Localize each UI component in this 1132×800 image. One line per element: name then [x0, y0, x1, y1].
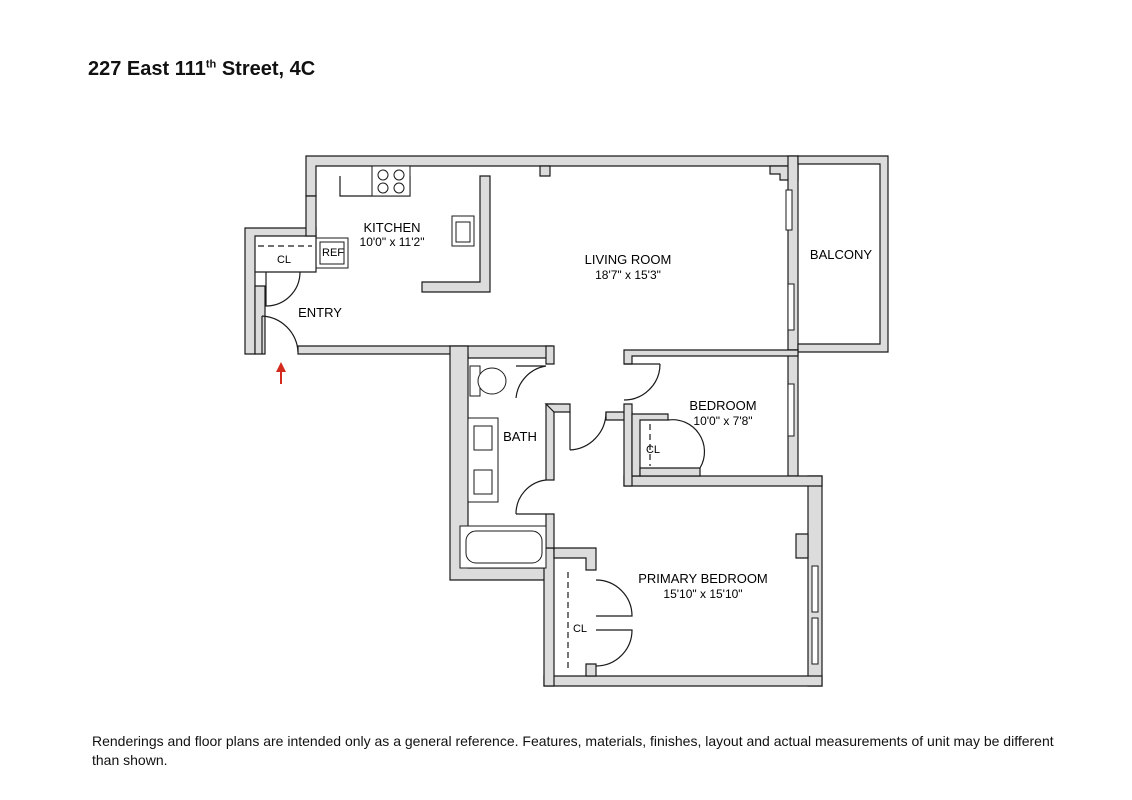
- wall-primary-notch: [795, 533, 809, 559]
- wall-primary-bottom: [543, 675, 823, 687]
- wall-living-bottom: [297, 345, 553, 359]
- vanity-sink-2: [473, 469, 493, 495]
- title-prefix: 227 East 111: [88, 58, 206, 80]
- window-balcony-door: [787, 283, 795, 331]
- kitchen-sink: [451, 215, 475, 247]
- wall-top-notch: [539, 165, 551, 177]
- bath-door: [515, 365, 547, 399]
- burner-1: [377, 169, 389, 181]
- bedroom-closet-label: CL: [646, 444, 660, 456]
- balcony-name: BALCONY: [810, 247, 872, 262]
- wall-bedroom-closet: [631, 413, 669, 477]
- bathtub-inner: [465, 530, 543, 564]
- bedroom-dims: 10'0" x 7'8": [693, 414, 752, 428]
- disclaimer: Renderings and floor plans are intended …: [92, 733, 1054, 768]
- living-room-dims: 18'7" x 15'3": [595, 268, 661, 282]
- stove: [371, 165, 411, 197]
- wall-bath-bottom: [545, 513, 555, 549]
- interior-walls: [421, 165, 809, 677]
- entry-arrow-icon: [276, 362, 286, 384]
- bedroom-door: [623, 363, 661, 401]
- primary-bedroom-dims: 15'10" x 15'10": [663, 587, 742, 601]
- bedroom-closet-door: [667, 419, 706, 469]
- wall-primary-closet-bottom: [585, 663, 597, 677]
- primary-closet-label: CL: [573, 623, 587, 635]
- vanity: [467, 417, 499, 503]
- vanity-sink-1: [473, 425, 493, 451]
- bath-fixtures: [459, 365, 547, 569]
- refrigerator-label: REF: [322, 247, 344, 259]
- burner-2: [393, 169, 405, 181]
- wall-bedroom-closet-bottom: [639, 467, 701, 477]
- wall-kitchen-left: [305, 195, 317, 237]
- living-room-name: LIVING ROOM: [585, 252, 672, 267]
- entry-name: ENTRY: [298, 305, 342, 320]
- window-bedroom: [787, 383, 795, 437]
- windows: [785, 189, 819, 665]
- floor-plan: KITCHEN 10'0" x 11'2" LIVING ROOM 18'7" …: [244, 155, 889, 687]
- primary-closet-door-1: [595, 579, 633, 617]
- doors: [553, 363, 706, 672]
- bath-door-2: [515, 479, 547, 515]
- entry-fixtures: [255, 236, 317, 354]
- wall-primary-closet-top: [553, 547, 597, 571]
- primary-closet-door-2: [595, 629, 633, 667]
- refrigerator: [315, 237, 349, 269]
- refrigerator-inner: [319, 241, 345, 265]
- wall-kitchen-partition: [421, 175, 491, 293]
- window-living: [785, 189, 793, 231]
- hall-door: [569, 411, 607, 451]
- wall-primary-left: [543, 547, 555, 687]
- burner-3: [377, 182, 389, 194]
- bedroom-name: BEDROOM: [689, 398, 756, 413]
- wall-entry-stub: [254, 285, 266, 355]
- bath-name: BATH: [503, 429, 537, 444]
- entry-door: [261, 315, 299, 354]
- kitchen-name: KITCHEN: [363, 220, 420, 235]
- page-title: 227 East 111th Street, 4C: [88, 58, 315, 81]
- kitchen-fixtures: [315, 165, 475, 269]
- title-suffix: Street, 4C: [216, 58, 316, 80]
- entry-closet-front: [255, 236, 317, 273]
- kitchen-sink-basin: [455, 221, 471, 243]
- window-primary-1: [811, 565, 819, 613]
- wall-bath-right: [545, 345, 555, 365]
- wall-bedroom-bottom: [623, 475, 823, 487]
- entry-closet-label: CL: [277, 254, 291, 266]
- title-superscript: th: [205, 58, 217, 71]
- primary-bedroom-name: PRIMARY BEDROOM: [638, 571, 768, 586]
- wall-bath-right-lower: [545, 403, 555, 481]
- wall-bedroom-left-lower: [623, 403, 633, 487]
- burner-4: [393, 182, 405, 194]
- bathtub: [459, 525, 547, 569]
- room-labels: KITCHEN 10'0" x 11'2" LIVING ROOM 18'7" …: [277, 220, 872, 635]
- window-primary-2: [811, 617, 819, 665]
- kitchen-dims: 10'0" x 11'2": [360, 235, 425, 249]
- wall-balcony: [797, 155, 889, 353]
- wall-bedroom-left: [623, 349, 799, 365]
- toilet-bowl: [477, 367, 507, 395]
- entry-closet-door: [265, 271, 301, 307]
